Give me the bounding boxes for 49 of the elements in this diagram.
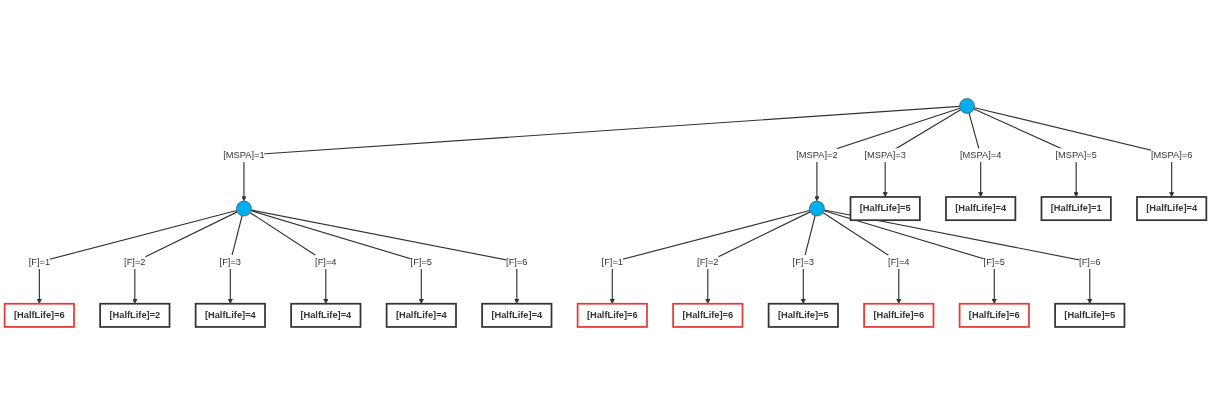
node-box: [HalfLife]=4	[1136, 196, 1208, 222]
arrow	[132, 211, 238, 304]
arrow	[36, 209, 238, 304]
node-box: [HalfLife]=4	[481, 302, 553, 328]
edge-label: [F]=4	[888, 256, 910, 267]
edge-label: [F]=6	[1079, 256, 1101, 267]
node-box: [HalfLife]=4	[385, 302, 457, 328]
arrow	[800, 215, 816, 304]
arrow	[250, 210, 424, 304]
edge-label: [F]=2	[124, 256, 146, 267]
edge-label: [F]=1	[601, 256, 624, 267]
arrow	[705, 211, 811, 304]
edge-label: [F]=5	[983, 256, 1005, 267]
edge-label: [F]=4	[315, 256, 337, 267]
node-box: [HalfLife]=1	[1040, 196, 1112, 222]
node-circle	[809, 200, 825, 217]
node-box: [HalfLife]=6	[576, 302, 648, 328]
node-circle	[236, 200, 252, 217]
arrow	[609, 209, 811, 304]
edge-label: [F]=3	[792, 256, 814, 267]
edge-label: [F]=5	[410, 256, 433, 267]
node-circle	[959, 98, 975, 114]
node-box: [HalfLife]=4	[290, 302, 362, 328]
node-box: [HalfLife]=5	[849, 196, 921, 222]
edge-label: [MSPA]=4	[959, 149, 1002, 160]
edge-label: [F]=2	[697, 256, 719, 267]
node-box: [HalfLife]=6	[958, 302, 1030, 328]
arrow	[250, 209, 520, 304]
arrow	[822, 212, 902, 304]
edge-label: [MSPA]=3	[864, 149, 906, 160]
node-box: [HalfLife]=6	[863, 302, 935, 328]
edge-label: [F]=3	[219, 256, 242, 267]
node-box: [HalfLife]=4	[194, 302, 266, 328]
edge-label: [MSPA]=2	[796, 149, 838, 160]
arrow	[823, 210, 997, 304]
arrow	[227, 215, 243, 304]
node-box: [HalfLife]=6	[3, 302, 75, 328]
edge-label: [F]=6	[506, 256, 528, 267]
edge-label: [MSPA]=1	[223, 149, 265, 160]
node-box: [HalfLife]=6	[672, 302, 744, 328]
edge-label: [MSPA]=6	[1150, 149, 1193, 160]
arrow	[249, 212, 329, 304]
arrow	[823, 209, 1093, 304]
node-box: [HalfLife]=2	[99, 302, 171, 328]
edge-label: [F]=1	[28, 256, 51, 267]
node-box: [HalfLife]=4	[945, 196, 1017, 222]
node-box: [HalfLife]=5	[767, 302, 839, 328]
node-box: [HalfLife]=5	[1054, 302, 1126, 328]
edge-label: [MSPA]=5	[1055, 149, 1097, 160]
